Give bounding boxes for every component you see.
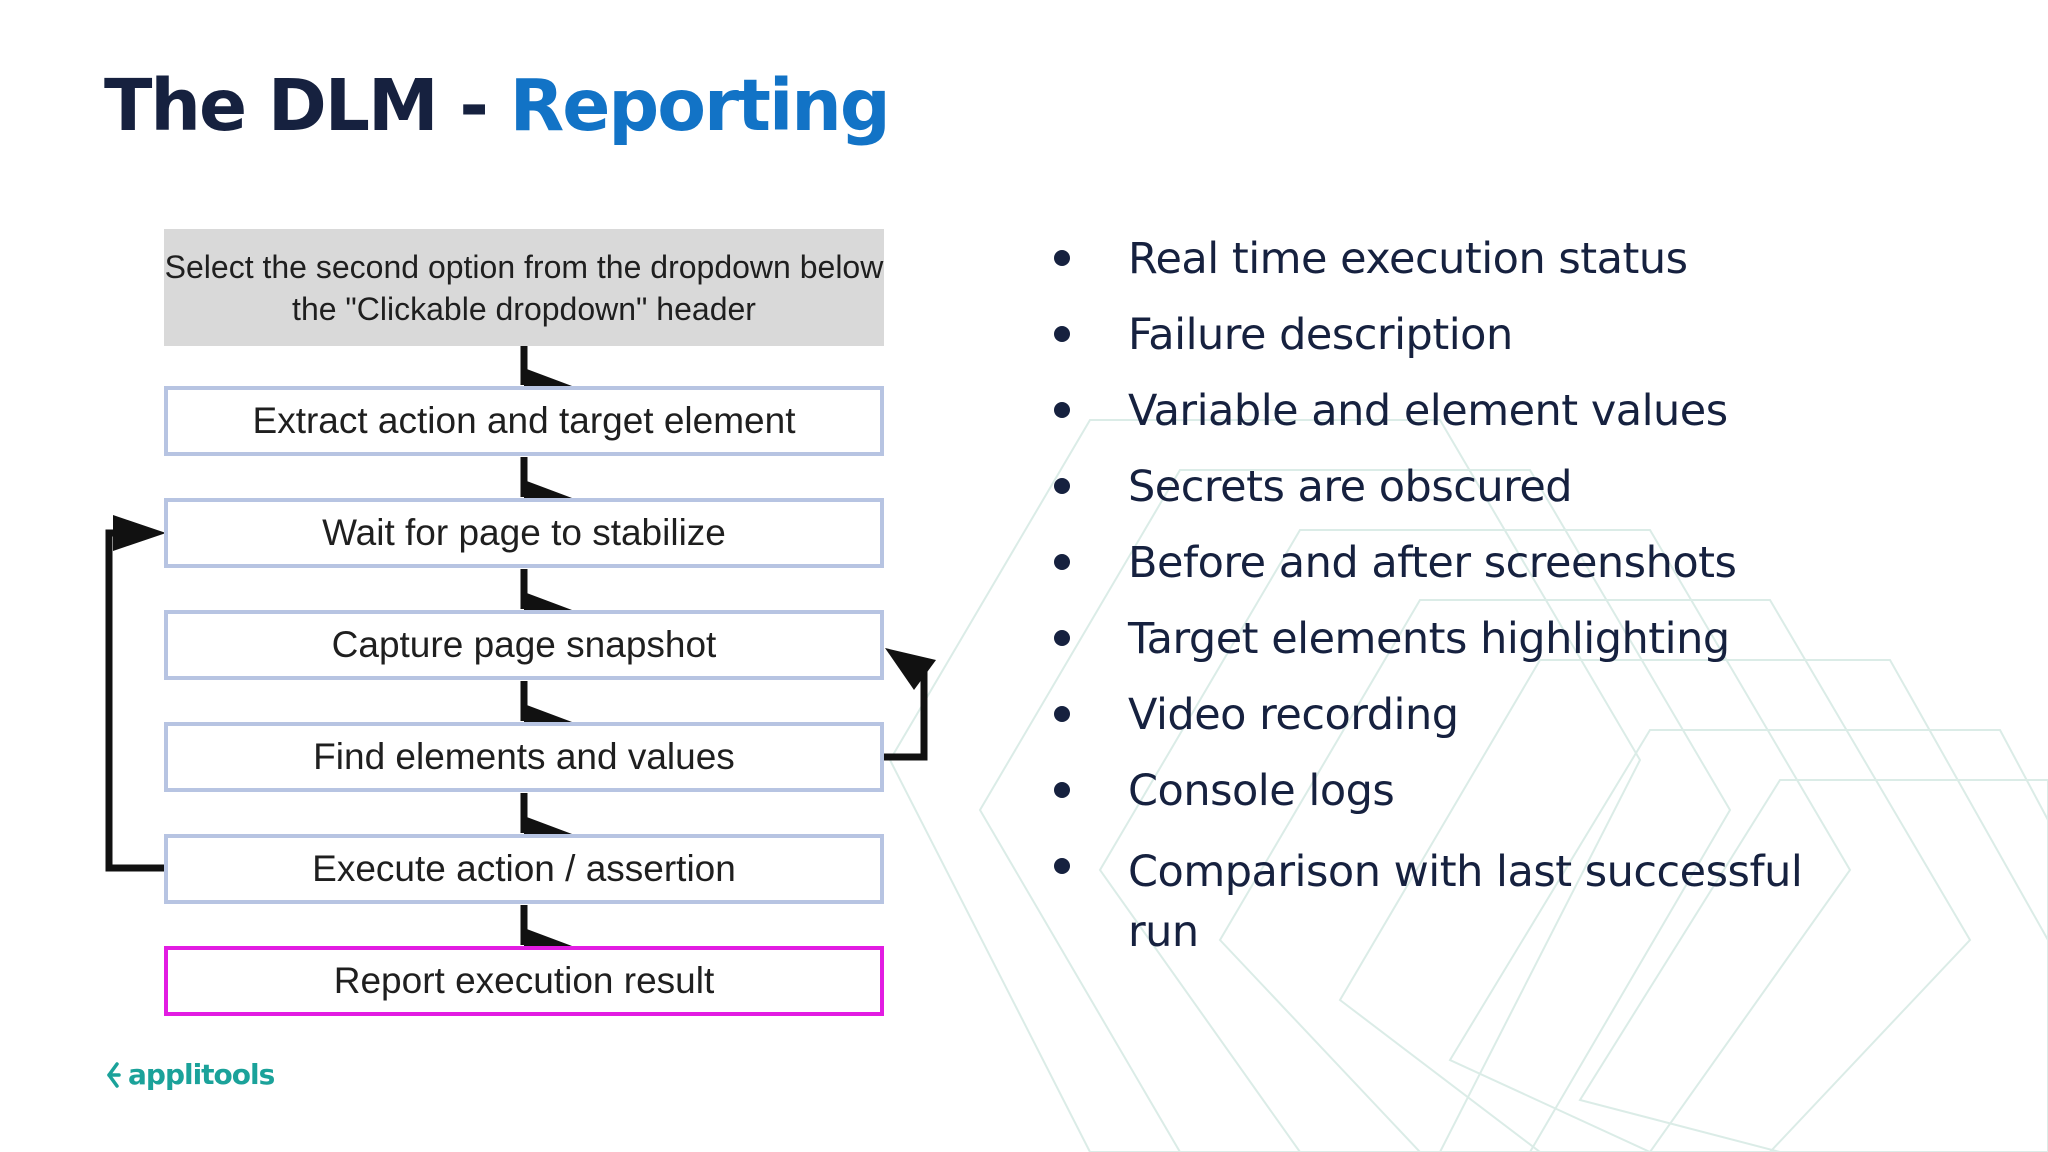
feature-item: Failure description [1050, 310, 1868, 360]
bullet-icon [1054, 782, 1070, 798]
arrowhead-icon [885, 648, 936, 690]
flow-step-wait: Wait for page to stabilize [164, 498, 884, 568]
bullet-icon [1054, 326, 1070, 342]
flow-step-capture: Capture page snapshot [164, 610, 884, 680]
flow-step-find: Find elements and values [164, 722, 884, 792]
bullet-icon [1054, 706, 1070, 722]
logo-text: applitools [128, 1058, 275, 1091]
feature-item: Secrets are obscured [1050, 462, 1868, 512]
feature-item: Variable and element values [1050, 386, 1868, 436]
slide-title: The DLM - Reporting [104, 64, 891, 147]
bullet-icon [1054, 250, 1070, 266]
feature-item: Console logs [1050, 766, 1868, 816]
loop-connector-right [884, 670, 928, 761]
title-main: The DLM - [104, 64, 510, 147]
feature-list: Real time execution status Failure descr… [1050, 234, 1868, 988]
loop-connector-left [105, 529, 164, 872]
bullet-icon [1054, 554, 1070, 570]
flow-step-extract: Extract action and target element [164, 386, 884, 456]
title-accent: Reporting [509, 64, 891, 147]
bullet-icon [1054, 478, 1070, 494]
flow-step-report: Report execution result [164, 946, 884, 1016]
applitools-logo: applitools [104, 1058, 275, 1091]
feature-item: Real time execution status [1050, 234, 1868, 284]
feature-item: Before and after screenshots [1050, 538, 1868, 588]
bullet-icon [1054, 858, 1070, 874]
flow-step-execute: Execute action / assertion [164, 834, 884, 904]
arrowhead-icon [113, 515, 166, 551]
applitools-logo-icon [107, 1061, 121, 1088]
flow-input-instruction: Select the second option from the dropdo… [164, 229, 884, 346]
feature-item: Video recording [1050, 690, 1868, 740]
feature-item: Comparison with last successful run [1050, 842, 1868, 962]
feature-item: Target elements highlighting [1050, 614, 1868, 664]
bullet-icon [1054, 630, 1070, 646]
bullet-icon [1054, 402, 1070, 418]
